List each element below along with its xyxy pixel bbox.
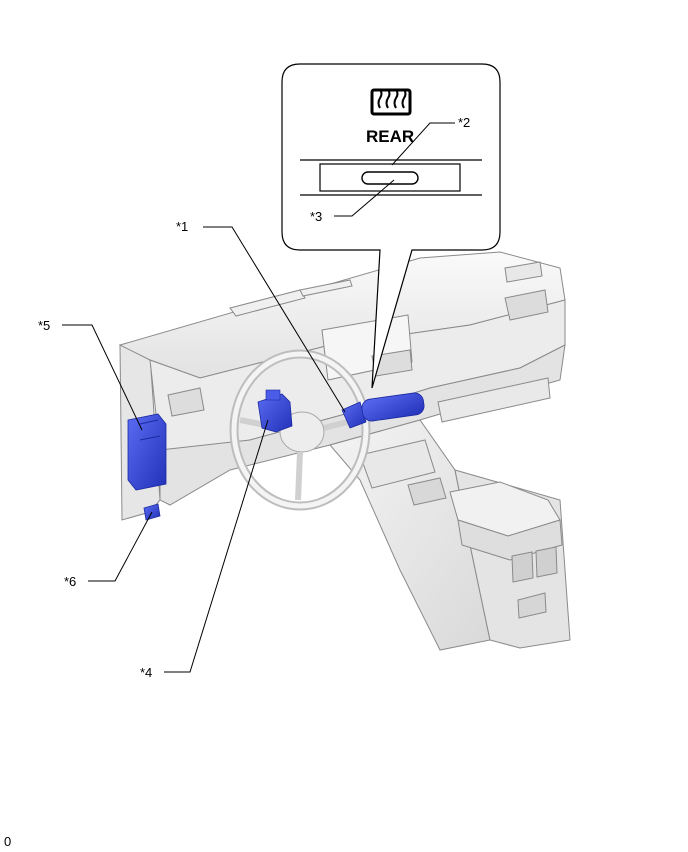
callout-6: *6 [64,574,76,589]
corner-mark: 0 [4,834,11,849]
callout-3: *3 [310,209,322,224]
switch-panel [300,159,482,196]
dashboard-body [118,251,566,521]
inset-detail-box: REAR [281,63,501,389]
leader-3 [334,179,395,217]
part-5-ecu [127,413,167,491]
rear-label: REAR [366,127,414,146]
center-console [329,419,571,651]
leader-6 [88,511,153,582]
rear-defogger-icon [370,88,412,116]
callout-4: *4 [140,665,152,680]
leader-5 [62,324,143,431]
callout-2: *2 [458,115,470,130]
callout-1: *1 [176,219,188,234]
part-1-switch-assembly [341,392,425,429]
leader-2 [391,122,455,166]
callout-5: *5 [38,318,50,333]
leader-1 [203,226,346,413]
part-4-combination-switch [257,389,293,433]
leader-4 [164,419,269,673]
